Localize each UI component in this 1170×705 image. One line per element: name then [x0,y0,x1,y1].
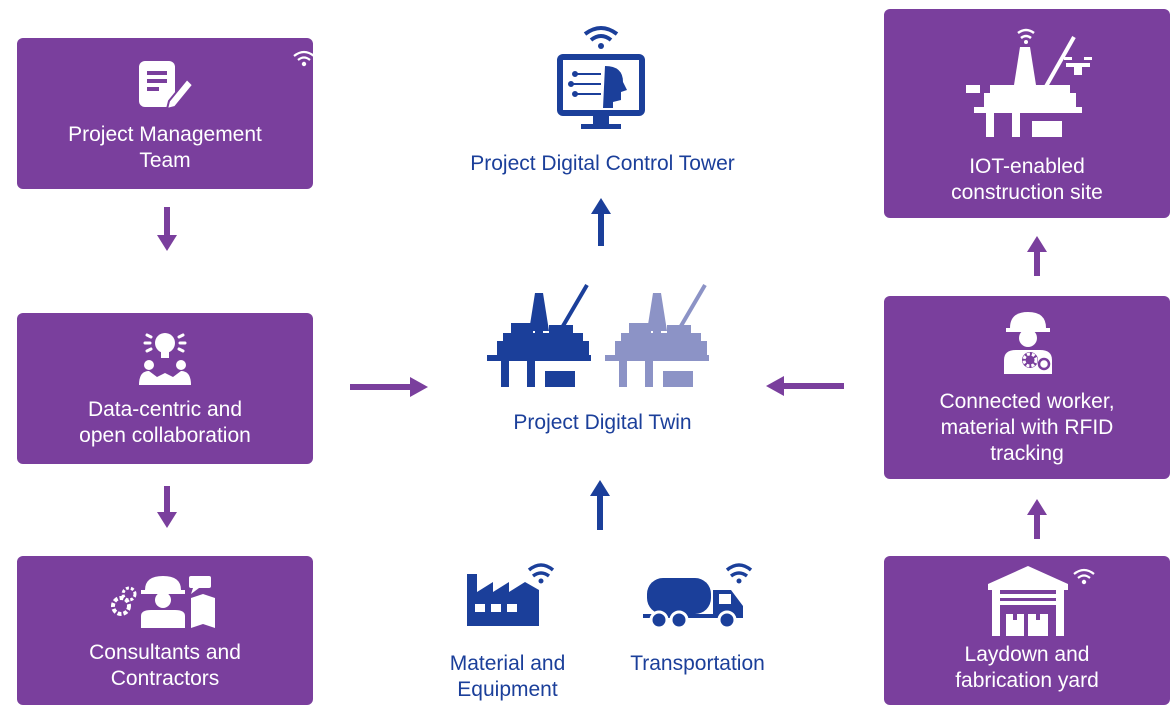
worker-gear-icon [1004,312,1052,374]
monitor-ai-icon [557,26,645,129]
wifi-icon [1073,568,1095,585]
transportation-label: Transportation [630,652,765,675]
iot-site-label: IOT-enabled construction site [951,155,1103,204]
wifi-icon [293,50,315,67]
data-centric-label: Data-centric and open collaboration [79,398,251,447]
data-centric-box: Data-centric and open collaboration [17,313,313,464]
project-management-team-box: Project Management Team [17,38,315,189]
consultants-label: Consultants and Contractors [89,641,241,690]
arrow-down-2 [157,486,177,528]
workers-icon [111,576,215,628]
document-edit-icon [139,61,195,111]
idea-collaboration-icon [139,333,191,385]
connected-worker-label: Connected worker, material with RFID tra… [939,390,1115,465]
arrow-up-control-tower [591,198,611,246]
connected-worker-box: Connected worker, material with RFID tra… [884,296,1170,479]
factory-icon [467,563,555,626]
arrow-right-to-twin [350,377,428,397]
arrow-up-to-twin [590,480,610,530]
tanker-truck-icon [643,563,753,630]
laydown-label: Laydown and fabrication yard [955,643,1099,692]
oil-rig-drone-icon [966,28,1092,137]
material-label: Material and Equipment [449,652,566,701]
warehouse-icon [988,566,1068,636]
digital-twin-label: Project Digital Twin [513,411,692,434]
arrow-up-to-iot [1027,236,1047,276]
arrow-down-1 [157,207,177,251]
project-management-team-label: Project Management Team [68,123,262,172]
control-tower-label: Project Digital Control Tower [470,152,735,175]
laydown-box: Laydown and fabrication yard [884,556,1170,705]
arrow-left-to-twin [766,376,844,396]
iot-site-box: IOT-enabled construction site [884,9,1170,218]
oil-rig-twin-icon [487,283,709,387]
consultants-box: Consultants and Contractors [17,556,313,705]
arrow-up-to-worker [1027,499,1047,539]
